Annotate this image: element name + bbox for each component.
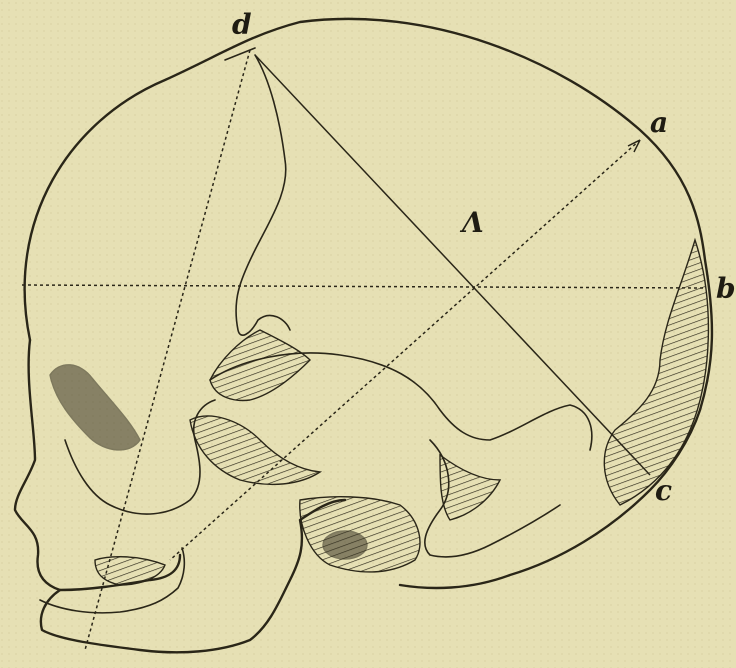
label-d: d: [232, 8, 252, 41]
foramen-shadow: [323, 531, 367, 559]
fontanelle-mark: Λ: [459, 206, 484, 239]
label-a: a: [650, 106, 668, 139]
label-c: c: [655, 474, 672, 507]
label-b: b: [716, 272, 736, 305]
